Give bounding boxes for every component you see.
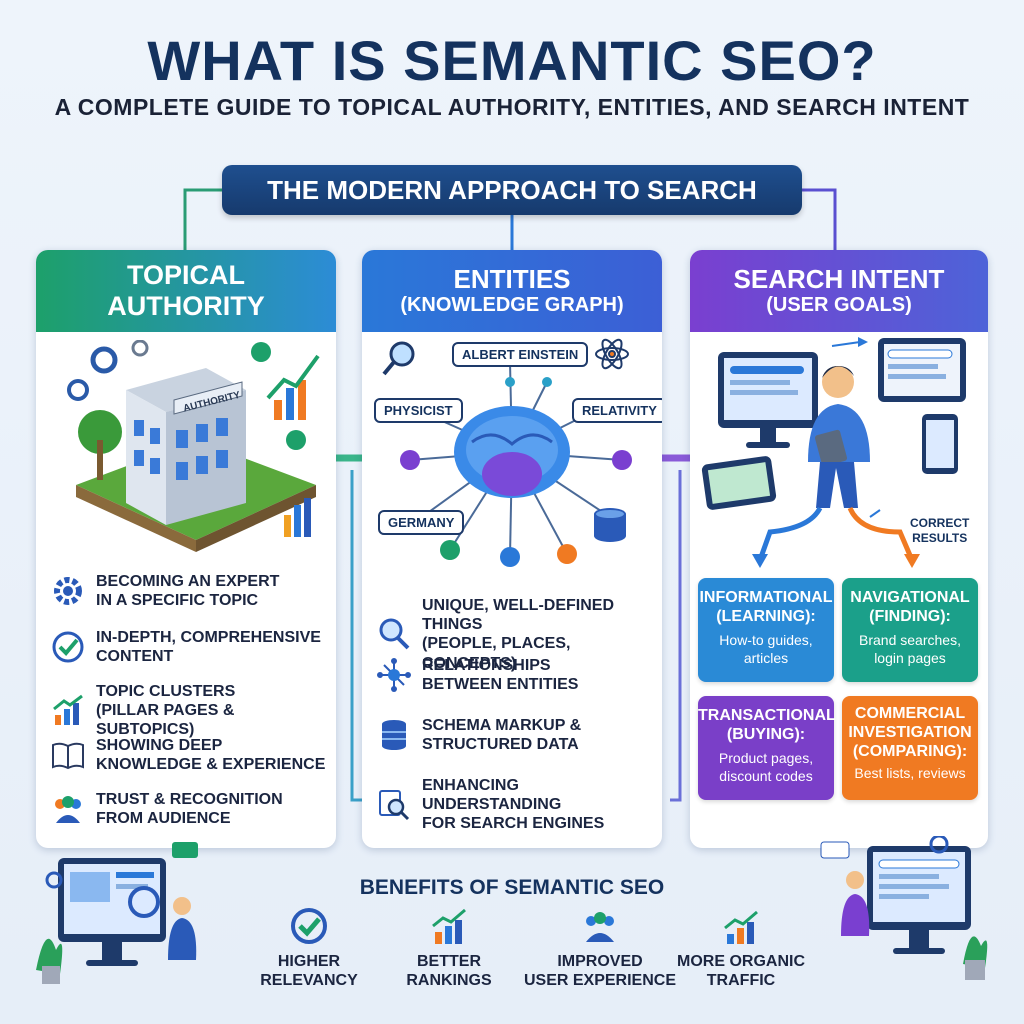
growth-chart-icon [724, 910, 758, 944]
authority-building-illustration: AUTHORITY [67, 340, 320, 552]
gear-icon [90, 346, 118, 374]
gear-icon [67, 379, 89, 401]
user-devices-illustration [701, 337, 966, 568]
intent-transactional: TRANSACTIONAL (BUYING): Product pages,di… [698, 696, 836, 800]
left-bottom-illustration [36, 842, 198, 984]
topical-authority-card: TOPICAL AUTHORITY AUTHORITY [36, 250, 336, 848]
topical-title: TOPICAL [126, 259, 245, 290]
gear-icon [54, 577, 82, 606]
chat-bubble-icon [172, 842, 198, 858]
magnifier-icon [382, 341, 415, 376]
tablet-icon [701, 456, 777, 510]
network-icon [377, 658, 411, 693]
database-icon [382, 720, 406, 751]
entities-header: ENTITIES (KNOWLEDGE GRAPH) [362, 250, 662, 332]
entity-label-germany: GERMANY [378, 510, 465, 535]
entities-subtitle: (KNOWLEDGE GRAPH) [400, 294, 624, 317]
atom-icon [595, 338, 629, 370]
benefits-title: BENEFITS OF SEMANTIC SEO [359, 876, 665, 899]
entity-label-relativity: RELATIVITY [572, 398, 662, 423]
topical-authority-header: TOPICAL AUTHORITY [36, 250, 336, 332]
topical-bullet-clusters: TOPIC CLUSTERS(PILLAR PAGES & SUBTOPICS) [50, 682, 336, 740]
intent-informational: INFORMATIONAL (LEARNING): How-to guides,… [698, 578, 834, 682]
entities-bullet-schema: SCHEMA MARKUP &STRUCTURED DATA [376, 716, 581, 754]
benefit-better-rankings: BETTER RANKINGS [374, 906, 524, 990]
check-circle-icon [251, 342, 271, 362]
intent-title: SEARCH INTENT [733, 263, 945, 294]
benefit-organic-traffic: MORE ORGANIC TRAFFIC [666, 906, 816, 990]
entities-bullet-things: UNIQUE, WELL-DEFINED THINGS(PEOPLE, PLAC… [376, 596, 662, 673]
growth-chart-icon [266, 354, 320, 420]
check-circle-icon [286, 430, 306, 450]
check-badge-icon [291, 908, 327, 944]
entity-label-einstein: ALBERT EINSTEIN [452, 342, 589, 367]
entity-label-physicist: PHYSICIST [374, 398, 463, 423]
database-icon [594, 508, 626, 542]
page-subtitle: A COMPLETE GUIDE TO TOPICAL AUTHORITY, E… [54, 94, 970, 120]
search-doc-icon [379, 789, 410, 820]
magnifier-icon [379, 618, 410, 650]
knowledge-graph-illustration [382, 338, 632, 567]
intent-navigational: NAVIGATIONAL (FINDING): Brand searches,l… [842, 578, 978, 682]
gear-icon [45, 871, 63, 889]
person-icon [808, 366, 870, 508]
entities-title: ENTITIES [453, 263, 571, 294]
intent-subtitle: (USER GOALS) [766, 294, 912, 317]
right-bottom-illustration [820, 836, 988, 980]
desktop-monitor-icon [718, 352, 818, 448]
page-title: WHAT IS SEMANTIC SEO? [147, 29, 877, 92]
benefit-higher-relevancy: HIGHER RELEVANCY [234, 906, 384, 990]
phone-icon [922, 414, 958, 474]
bar-chart-icon [284, 498, 311, 537]
second-monitor-icon [878, 338, 966, 402]
book-icon [52, 742, 84, 770]
chat-bubble-icon [820, 841, 850, 859]
gear-icon [131, 340, 149, 357]
intent-commercial: COMMERCIAL INVESTIGATION (COMPARING): Be… [842, 696, 978, 800]
magnifier-icon [128, 886, 160, 918]
benefit-improved-ux: IMPROVED USER EXPERIENCE [520, 906, 680, 990]
trending-up-icon [432, 908, 466, 944]
bar-chart-icon [53, 694, 83, 725]
entities-card: ENTITIES (KNOWLEDGE GRAPH) ALBERT EINSTE… [362, 250, 662, 848]
gear-icon [929, 836, 949, 854]
users-icon [586, 912, 614, 942]
search-intent-card: SEARCH INTENT (USER GOALS) CORRECT RESUL… [690, 250, 988, 848]
correct-results-label: CORRECT RESULTS [910, 516, 970, 545]
check-circle-icon [52, 631, 84, 663]
topical-title-2: AUTHORITY [107, 291, 265, 321]
search-intent-header: SEARCH INTENT (USER GOALS) [690, 250, 988, 332]
users-icon [55, 796, 81, 824]
approach-banner: THE MODERN APPROACH TO SEARCH [222, 165, 802, 215]
